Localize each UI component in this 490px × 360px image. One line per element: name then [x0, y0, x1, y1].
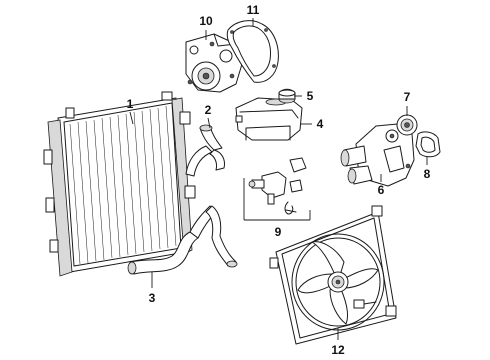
upper-radiator-hose [185, 124, 225, 177]
callout-4: 4 [317, 117, 324, 131]
water-pump [185, 33, 243, 93]
callout-9: 9 [275, 225, 282, 239]
callout-11: 11 [247, 3, 260, 17]
radiator [43, 91, 196, 277]
connector-group [248, 157, 307, 215]
water-pump-gasket [226, 20, 279, 83]
reservoir-cap [278, 88, 296, 104]
callout-10: 10 [199, 14, 213, 28]
thermostat [396, 114, 418, 136]
callouts: 1 2 3 4 5 6 7 8 9 10 11 12 [127, 3, 431, 357]
lower-radiator-hose [127, 205, 238, 275]
callout-6: 6 [378, 183, 385, 197]
callout-8: 8 [424, 167, 431, 181]
callout-5: 5 [307, 89, 314, 103]
callout-12: 12 [331, 343, 345, 357]
callout-7: 7 [404, 90, 411, 104]
leader-lines [129, 18, 428, 340]
callout-3: 3 [149, 291, 156, 305]
fan-shroud-assembly [269, 205, 397, 345]
coolant-reservoir [235, 97, 303, 141]
callout-1: 1 [127, 97, 134, 111]
thermostat-housing [340, 123, 415, 187]
callout-2: 2 [205, 103, 212, 117]
thermostat-gasket [415, 131, 441, 158]
